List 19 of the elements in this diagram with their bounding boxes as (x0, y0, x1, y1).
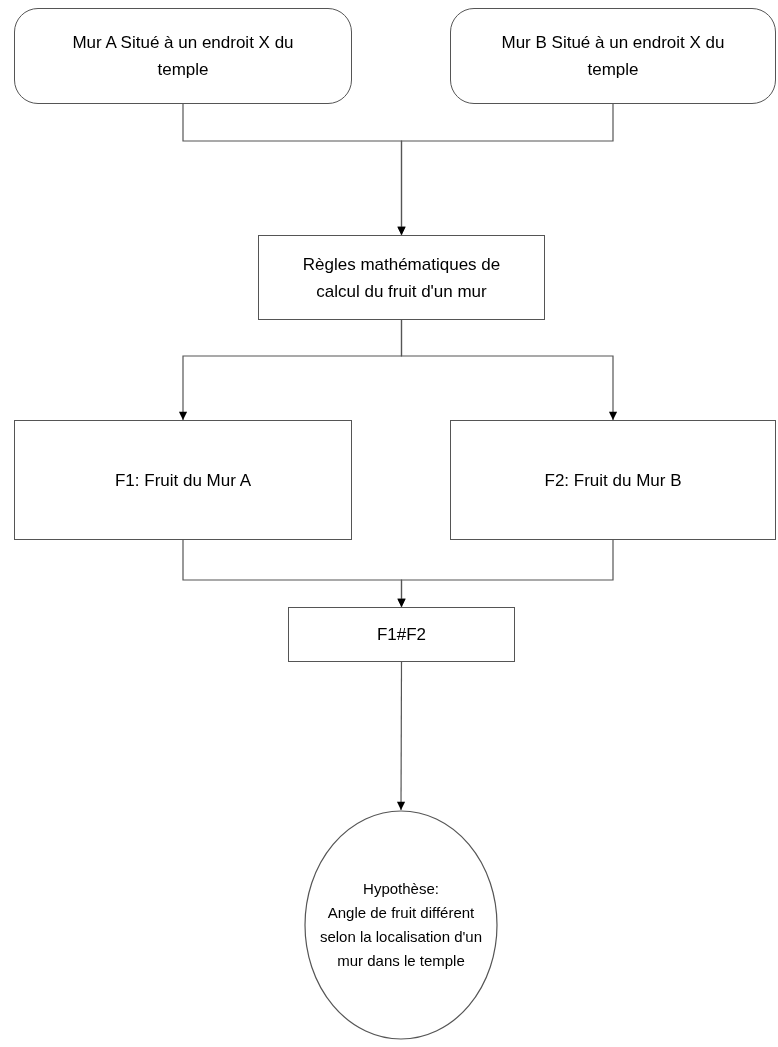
node-text: F1#F2 (376, 624, 427, 646)
node-text: F2: Fruit du Mur B (544, 469, 682, 492)
arrow (397, 539, 614, 608)
arrow (397, 103, 614, 236)
node-text: Mur A Situé à un endroit X du temple (71, 32, 295, 81)
rounded-box (450, 8, 776, 104)
process-box (258, 235, 545, 320)
node-text: F1: Fruit du Mur A (114, 469, 251, 492)
node-text: Angle de fruit différent selon la localisation d'un mur dans le temple (318, 903, 484, 971)
arrow (396, 661, 406, 811)
arrow (400, 319, 618, 421)
process-box (14, 420, 352, 540)
rounded-box (14, 8, 352, 104)
node-text: Mur B Situé à un endroit X du temple (500, 32, 726, 81)
node-text: Hypothèse: (362, 879, 440, 899)
process-box (450, 420, 776, 540)
hypothesis-ellipse (304, 810, 498, 1040)
process-box (288, 607, 515, 662)
node-text: Règles mathématiques de calcul du fruit d'un mur (301, 253, 502, 303)
